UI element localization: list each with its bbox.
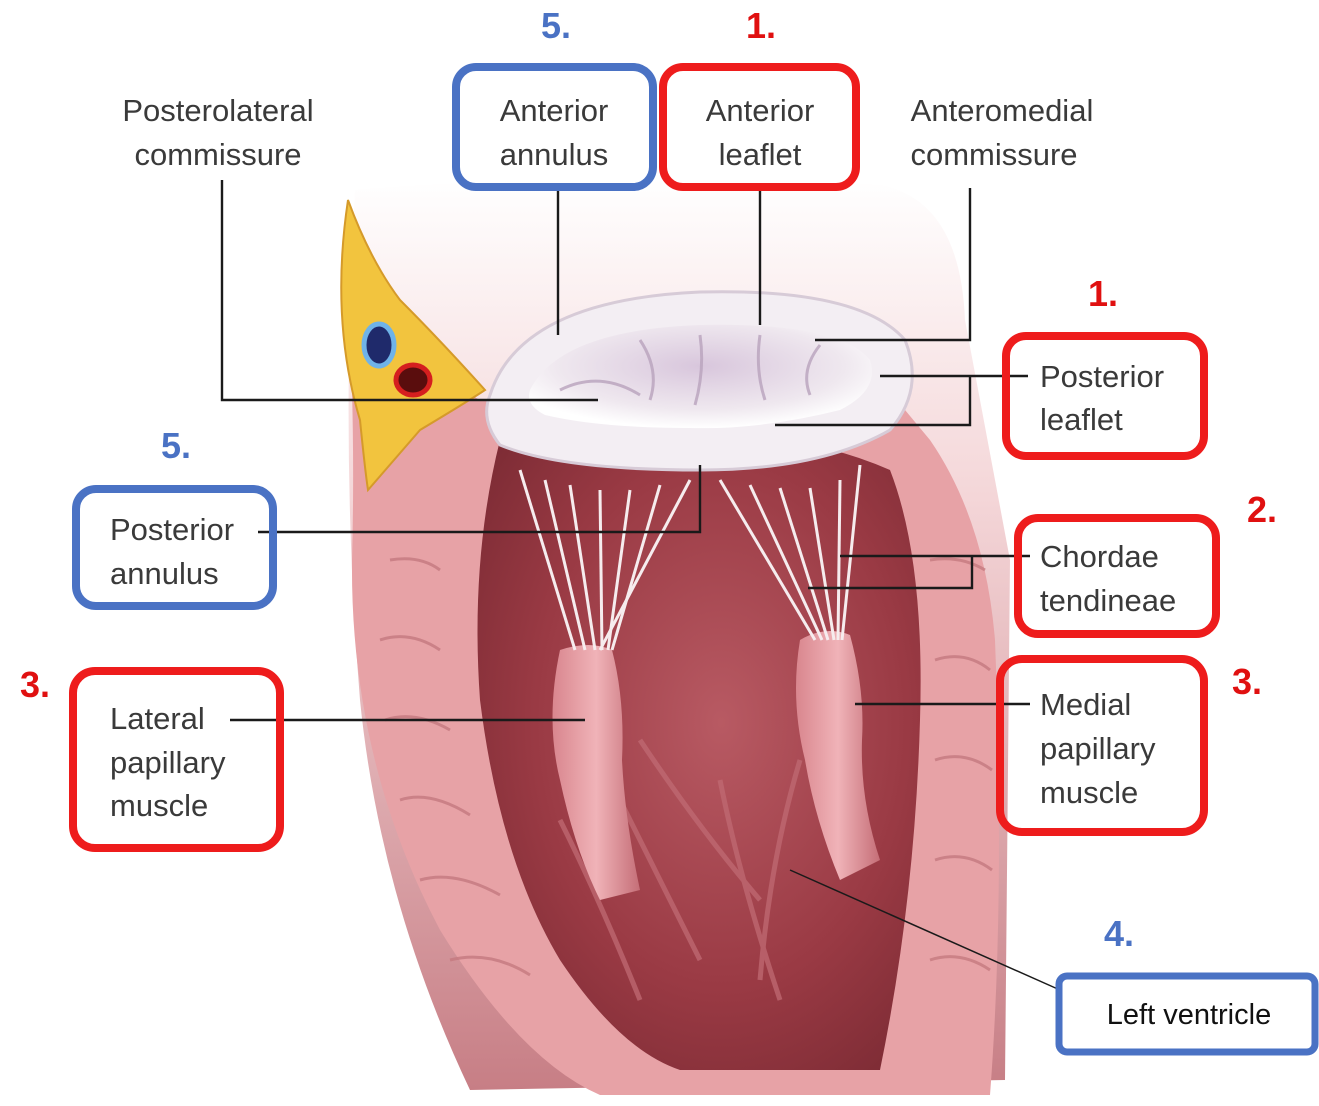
number-lateral-papillary-muscle: 3. xyxy=(20,664,50,705)
label-line: Chordae xyxy=(1040,539,1159,574)
label-line: annulus xyxy=(110,556,219,591)
number-anterior-annulus: 5. xyxy=(541,5,571,46)
label-line: muscle xyxy=(110,788,208,823)
label-posterolateral-commissure: Posterolateral commissure xyxy=(122,93,313,172)
label-line: tendineae xyxy=(1040,583,1176,618)
heart-illustration xyxy=(341,179,1010,1095)
label-line: Posterior xyxy=(1040,359,1164,394)
label-anterior-leaflet: Anterior leaflet xyxy=(706,93,815,172)
label-posterior-annulus: Posterior annulus xyxy=(110,512,234,591)
label-anteromedial-commissure: Anteromedial commissure xyxy=(910,93,1093,172)
number-medial-papillary-muscle: 3. xyxy=(1232,661,1262,702)
label-line: Anterior xyxy=(706,93,815,128)
label-line: Lateral xyxy=(110,701,205,736)
box-posterior-leaflet xyxy=(1006,336,1204,456)
coronary-vein-icon xyxy=(364,324,394,366)
number-posterior-annulus: 5. xyxy=(161,425,191,466)
label-line: papillary xyxy=(1040,731,1156,766)
number-anterior-leaflet: 1. xyxy=(746,5,776,46)
label-line: papillary xyxy=(110,745,226,780)
label-line: annulus xyxy=(500,137,609,172)
label-line: muscle xyxy=(1040,775,1138,810)
label-posterior-leaflet: Posterior leaflet xyxy=(1040,359,1164,437)
label-lateral-papillary-muscle: Lateral papillary muscle xyxy=(110,701,226,823)
label-line: Left ventricle xyxy=(1107,999,1271,1031)
label-line: leaflet xyxy=(1040,402,1123,437)
label-line: Posterior xyxy=(110,512,234,547)
label-line: Medial xyxy=(1040,687,1131,722)
label-chordae-tendineae: Chordae tendineae xyxy=(1040,539,1176,618)
coronary-artery-icon xyxy=(396,365,430,395)
number-posterior-leaflet: 1. xyxy=(1088,273,1118,314)
label-medial-papillary-muscle: Medial papillary muscle xyxy=(1040,687,1156,810)
label-line: Posterolateral xyxy=(122,93,313,128)
label-left-ventricle: Left ventricle xyxy=(1107,999,1271,1031)
label-line: commissure xyxy=(134,137,301,172)
label-anterior-annulus: Anterior annulus xyxy=(500,93,609,172)
label-line: Anterior xyxy=(500,93,609,128)
label-line: Anteromedial xyxy=(911,93,1094,128)
number-chordae-tendineae: 2. xyxy=(1247,489,1277,530)
label-line: leaflet xyxy=(719,137,802,172)
label-line: commissure xyxy=(910,137,1077,172)
number-left-ventricle: 4. xyxy=(1104,913,1134,954)
